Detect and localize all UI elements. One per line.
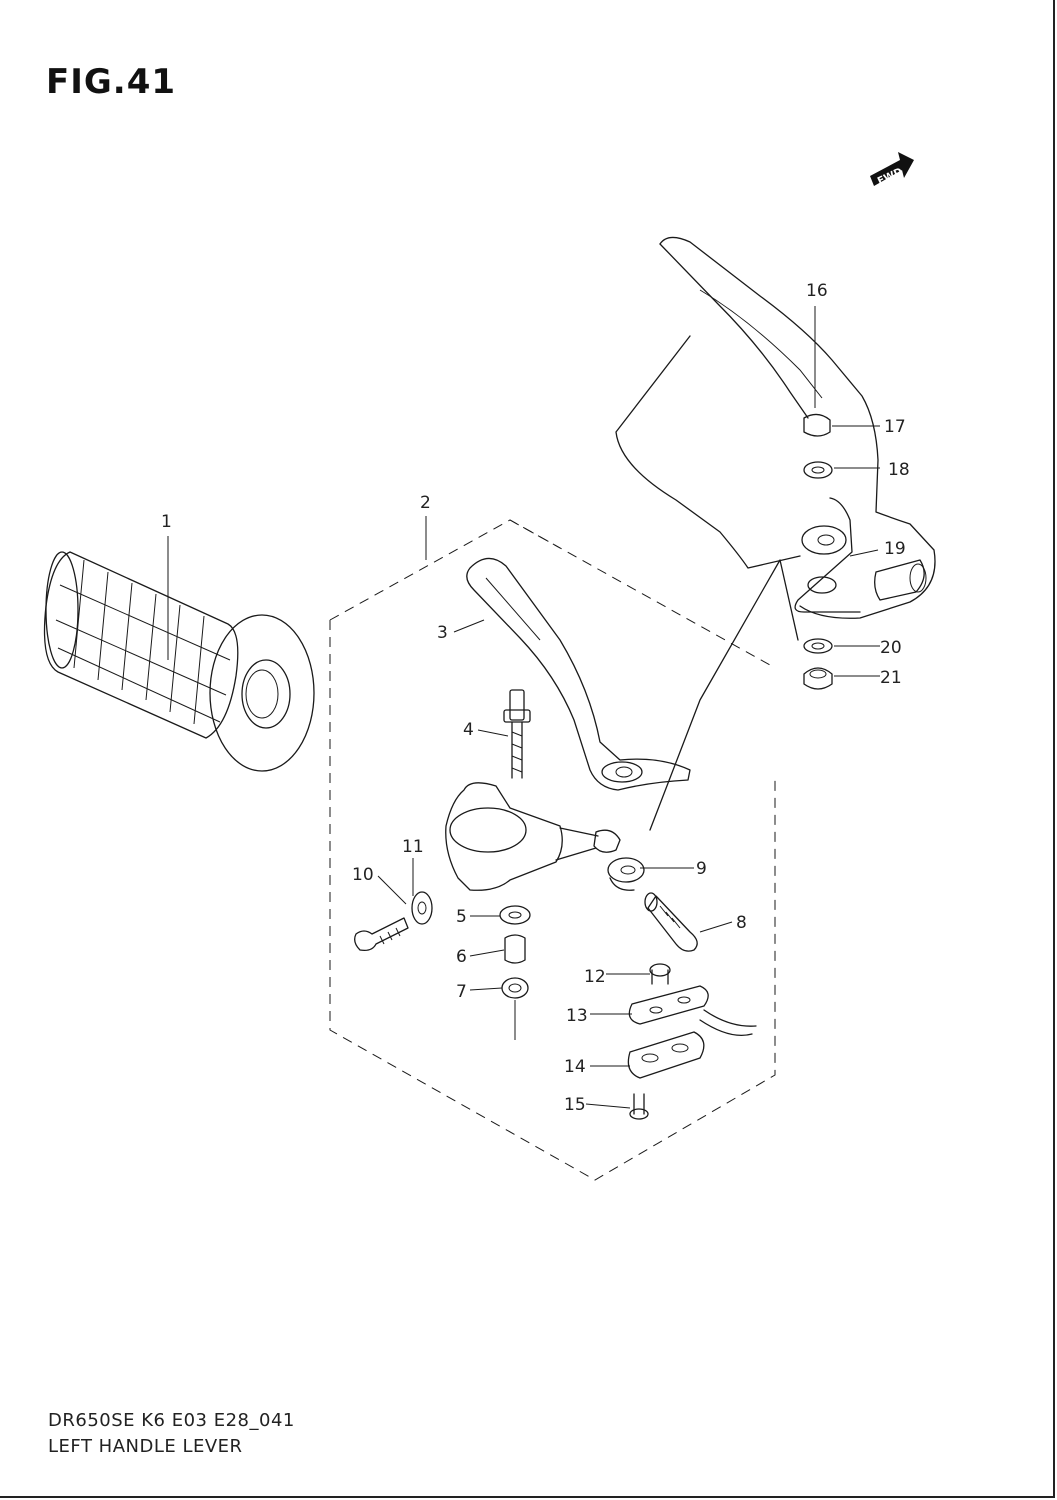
figure-title: FIG.41 xyxy=(46,62,177,102)
callout-19: 19 xyxy=(884,539,906,559)
screw-washer xyxy=(411,891,433,925)
clutch-lever xyxy=(466,557,691,791)
callout-17: 17 xyxy=(884,417,906,437)
callout-11: 11 xyxy=(402,837,424,857)
guard-mount-bracket xyxy=(649,497,861,831)
callout-10: 10 xyxy=(352,865,374,885)
callout-21: 21 xyxy=(880,668,902,688)
callout-9: 9 xyxy=(696,859,707,879)
clamp-plate xyxy=(627,1031,705,1079)
callout-6: 6 xyxy=(456,947,467,967)
assembly-outline xyxy=(329,519,776,1181)
fwd-arrow-icon: FWD xyxy=(870,152,914,187)
callout-2: 2 xyxy=(420,493,431,513)
lever-holder xyxy=(445,782,621,891)
leader-lines xyxy=(167,306,880,1109)
callout-1: 1 xyxy=(161,512,172,532)
switch-assembly xyxy=(628,985,757,1037)
diagram-caption: LEFT HANDLE LEVER xyxy=(48,1436,243,1457)
callout-15: 15 xyxy=(564,1095,586,1115)
holder-screw xyxy=(354,917,409,952)
callout-7: 7 xyxy=(456,982,467,1002)
callout-4: 4 xyxy=(463,720,474,740)
switch-screw xyxy=(649,963,671,985)
callout-13: 13 xyxy=(566,1006,588,1026)
callout-5: 5 xyxy=(456,907,467,927)
pivot-collar xyxy=(607,857,645,891)
callout-20: 20 xyxy=(880,638,902,658)
washer-stack xyxy=(499,905,531,1040)
callout-labels: 1 2 3 4 5 6 7 8 9 10 11 12 13 14 15 16 1… xyxy=(161,281,910,1115)
callout-12: 12 xyxy=(584,967,606,987)
callout-18: 18 xyxy=(888,460,910,480)
callout-8: 8 xyxy=(736,913,747,933)
handle-grip xyxy=(43,551,315,772)
guard-nut xyxy=(803,638,833,690)
clamp-screw xyxy=(629,1093,649,1120)
stud-bolt xyxy=(503,689,531,779)
callout-16: 16 xyxy=(806,281,828,301)
guard-bushing xyxy=(803,413,833,479)
callout-14: 14 xyxy=(564,1057,586,1077)
model-code: DR650SE K6 E03 E28_041 xyxy=(48,1410,295,1431)
hand-guard xyxy=(615,236,936,619)
pivot-bolt xyxy=(644,892,698,952)
callout-3: 3 xyxy=(437,623,448,643)
